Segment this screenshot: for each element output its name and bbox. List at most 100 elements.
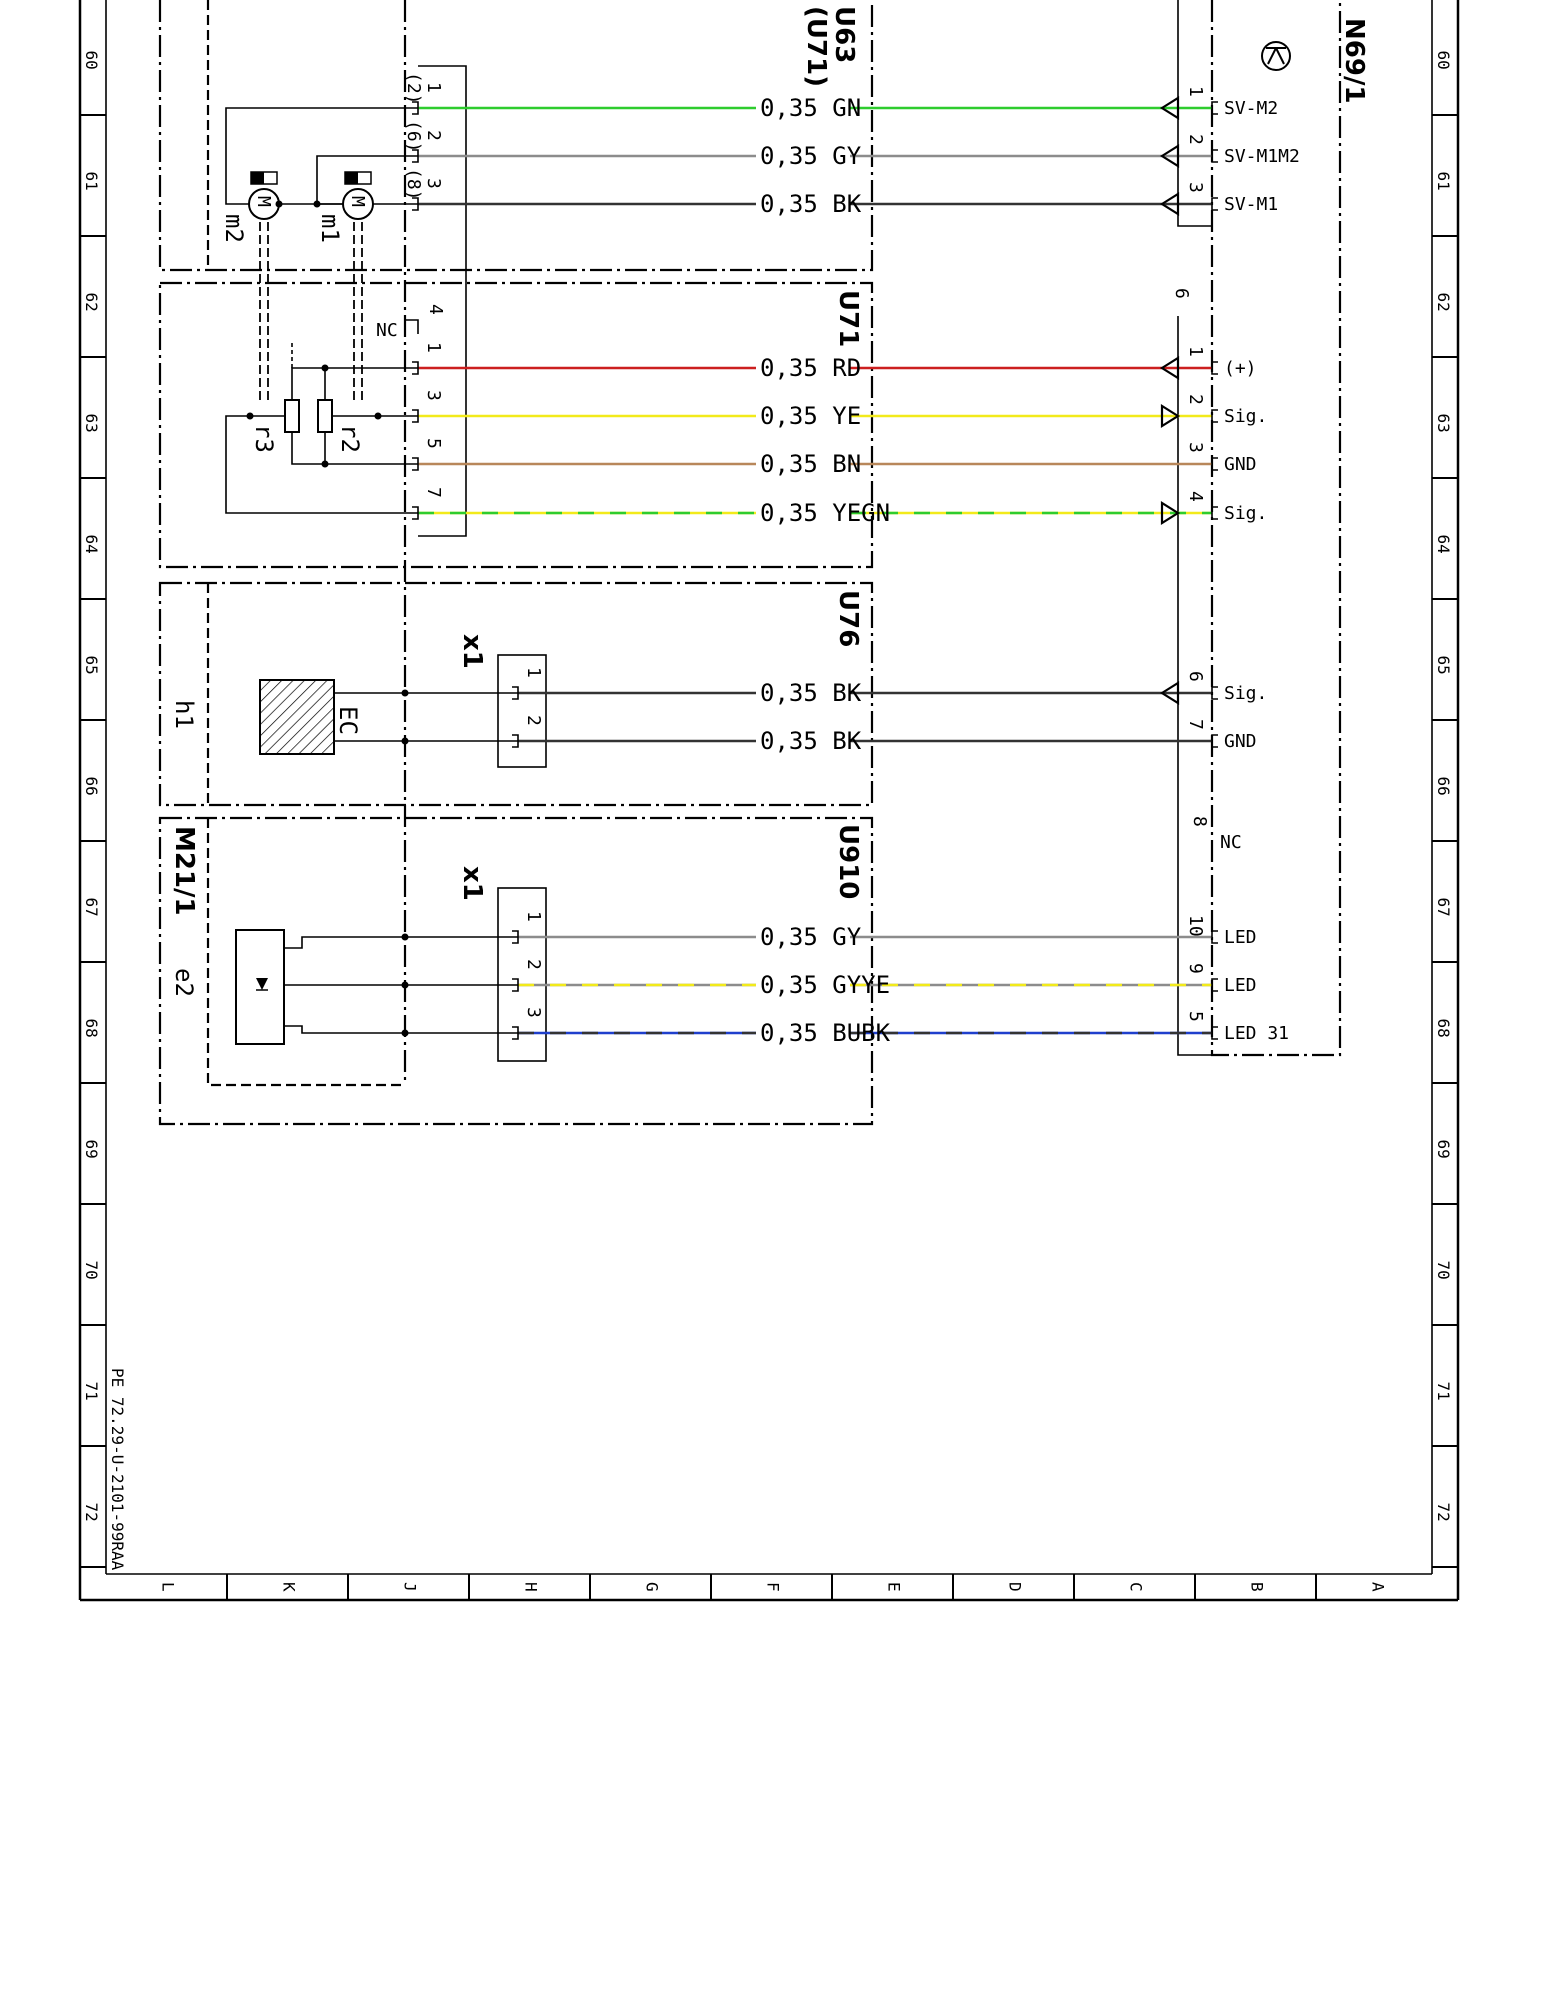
row-label: 68 — [82, 1019, 101, 1038]
row-label: 64 — [1434, 535, 1453, 554]
column-label: J — [401, 1582, 420, 1592]
motor-m1: M m1 — [316, 171, 374, 243]
wire-label: 0,35 BK — [760, 679, 862, 707]
wire-label: 0,35 BK — [760, 727, 862, 755]
wire-label: 0,35 RD — [760, 354, 861, 382]
column-label: H — [522, 1582, 541, 1592]
pin-contact — [512, 1026, 519, 1040]
led-e2-label: e2 — [170, 968, 198, 997]
row-label: 67 — [82, 898, 101, 917]
wire-label: 0,35 BN — [760, 450, 861, 478]
connector-x1-top-label: x1 — [457, 634, 487, 669]
row-label: 63 — [1434, 414, 1453, 433]
right-pin-label: Sig. — [1224, 503, 1267, 524]
pin-contact — [1211, 930, 1218, 944]
column-label: K — [280, 1582, 299, 1592]
pin-contact — [1211, 734, 1218, 748]
zone-u910-label: U910 — [833, 824, 863, 899]
row-label: 65 — [1434, 656, 1453, 675]
row-label: 72 — [1434, 1503, 1453, 1522]
row-label: 63 — [82, 414, 101, 433]
pin-contact — [1211, 149, 1218, 163]
pin-contact — [512, 930, 519, 944]
module-pin-group-label: 6 — [1171, 288, 1192, 299]
wire-label: 0,35 GY — [760, 923, 862, 951]
pin-contact — [412, 506, 419, 520]
right-pin-label: LED — [1224, 975, 1257, 996]
signal-in-arrow — [1159, 144, 1180, 168]
left-pin-alt: (8) — [403, 168, 424, 201]
wire-label: 0,35 YEGN — [760, 499, 890, 527]
left-pin-number: 3 — [423, 390, 444, 401]
left-pin-number: 3 — [523, 1007, 544, 1018]
wire-label: 0,35 YE — [760, 402, 861, 430]
right-pin-number: 3 — [1185, 442, 1206, 453]
pin-contact — [412, 101, 419, 115]
right-pin-number: 4 — [1185, 491, 1206, 502]
right-pin-label: Sig. — [1224, 406, 1267, 427]
signal-out-arrow — [1160, 501, 1181, 525]
sensor-h1-label: h1 — [170, 700, 198, 729]
potentiometer-r2-label: r2 — [336, 424, 364, 453]
row-label: 61 — [1434, 172, 1453, 191]
wire-label: 0,35 BUBK — [760, 1019, 891, 1047]
transistor-icon — [1261, 41, 1291, 71]
drawing-frame — [78, 0, 1460, 1602]
column-label: L — [159, 1582, 178, 1592]
row-label: 66 — [82, 777, 101, 796]
row-label: 64 — [82, 535, 101, 554]
left-pin-number: 3 — [423, 178, 444, 189]
left-pin-number: 5 — [423, 438, 444, 449]
right-pin-number: 10 — [1185, 915, 1206, 937]
module-n69-1: N69/1 6 — [1171, 0, 1369, 1057]
motor-symbol: M — [347, 196, 368, 207]
column-label: A — [1369, 1582, 1388, 1592]
signal-in-arrow — [1159, 192, 1180, 216]
left-pin-number: 7 — [423, 487, 444, 498]
left-pin-number: 2 — [523, 959, 544, 970]
pin-contact — [1211, 506, 1218, 520]
potentiometer-r3: r3 — [250, 399, 300, 453]
zone-u63-sublabel: (U71) — [801, 6, 831, 87]
pin-contact — [1211, 361, 1218, 375]
row-label: 62 — [82, 293, 101, 312]
sensor-ec-label: EC — [334, 706, 362, 735]
row-label: 66 — [1434, 777, 1453, 796]
signal-out-arrow — [1160, 404, 1181, 428]
left-pin-number: 1 — [523, 911, 544, 922]
pin-contact — [1211, 686, 1218, 700]
left-pin-number: 1 — [523, 667, 544, 678]
row-label: 65 — [82, 656, 101, 675]
left-pin-number: 2 — [423, 130, 444, 141]
wire: 0,35 GY2(6)2SV-M1M2 — [403, 120, 1300, 170]
zone-u76-label: U76 — [833, 590, 863, 647]
zone-u910: U910 — [158, 816, 874, 1126]
right-pin-label: SV-M1 — [1224, 194, 1278, 215]
row-label: 60 — [82, 51, 101, 70]
right-pin-number: 2 — [1185, 134, 1206, 145]
signal-in-arrow — [1159, 681, 1180, 705]
pin-contact — [412, 361, 419, 375]
wire: 0,35 BK3(8)3SV-M1 — [403, 168, 1278, 218]
zone-u63: U63 (U71) — [158, 0, 874, 272]
motor-m2-label: m2 — [220, 214, 248, 243]
row-label: 71 — [1434, 1382, 1453, 1401]
right-pin-number: 6 — [1185, 671, 1206, 682]
wire-label: 0,35 GN — [760, 94, 861, 122]
nc-pin-left-label: NC — [376, 320, 398, 341]
right-pin-number: 5 — [1185, 1011, 1206, 1022]
pin-contact — [412, 149, 419, 163]
wire-label: 0,35 GY — [760, 142, 862, 170]
nc-pin-right-number: 8 — [1189, 816, 1210, 827]
row-label: 67 — [1434, 898, 1453, 917]
